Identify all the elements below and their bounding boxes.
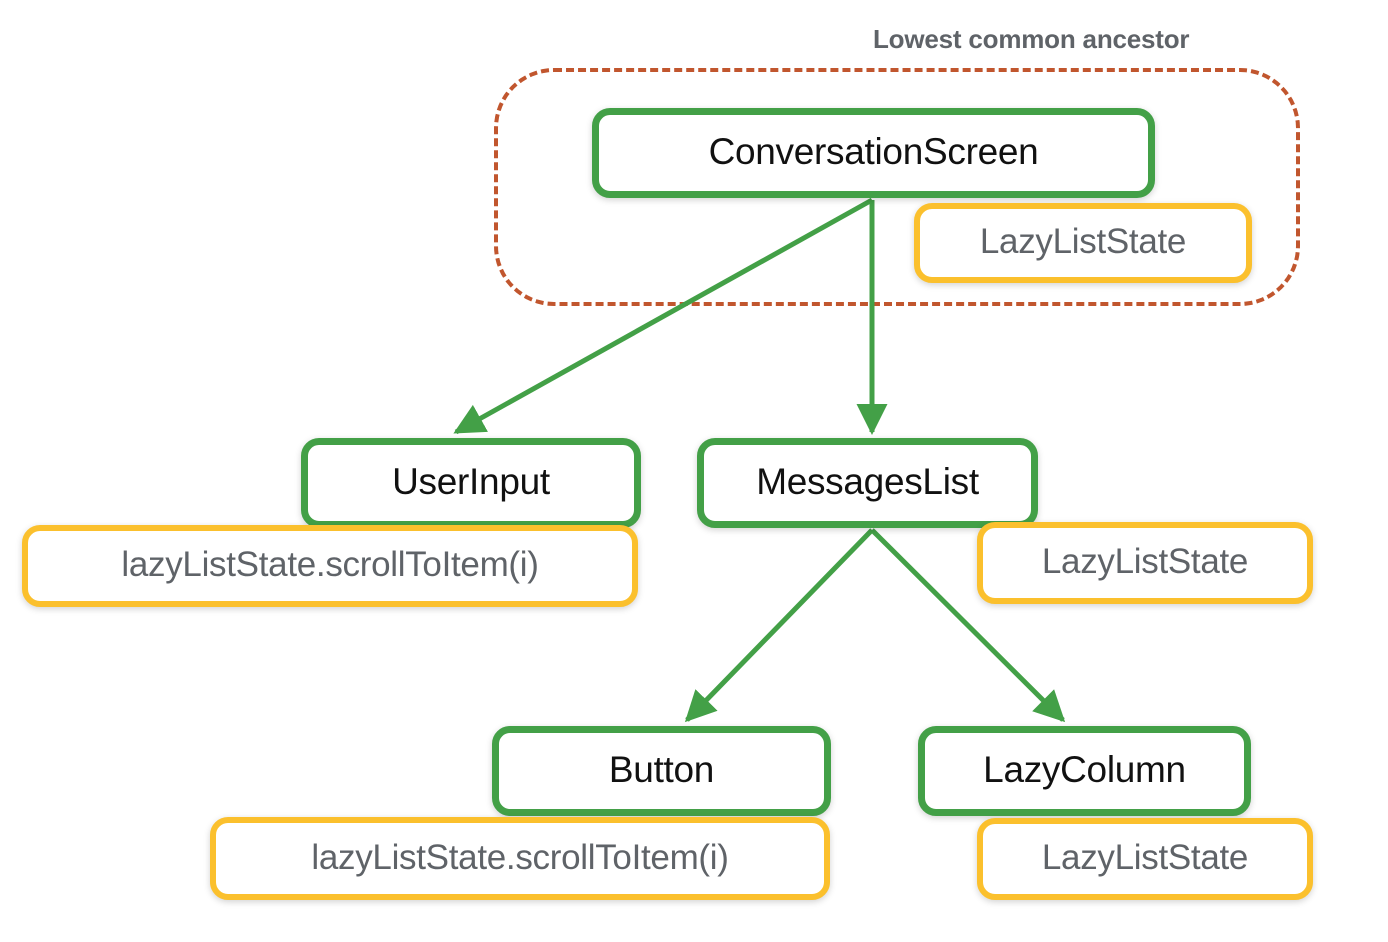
node-user-input-state[interactable]: lazyListState.scrollToItem(i) (22, 525, 638, 607)
node-user-input-label: UserInput (392, 461, 550, 502)
node-conversation-screen-state[interactable]: LazyListState (914, 203, 1252, 283)
lowest-common-ancestor-group (494, 68, 1300, 306)
node-button-state-label: lazyListState.scrollToItem(i) (311, 837, 729, 877)
edge-messages-list-to-button (684, 528, 874, 723)
node-messages-list-state-label: LazyListState (1041, 542, 1249, 581)
node-conversation-screen-state-label: LazyListState (979, 222, 1187, 261)
node-button-state[interactable]: lazyListState.scrollToItem(i) (210, 817, 830, 900)
node-user-input[interactable]: UserInput (301, 438, 641, 528)
node-messages-list-label: MessagesList (756, 461, 979, 502)
node-messages-list-state[interactable]: LazyListState (977, 522, 1313, 604)
node-user-input-state-label: lazyListState.scrollToItem(i) (121, 545, 539, 584)
node-lazy-column[interactable]: LazyColumn (918, 726, 1251, 816)
lowest-common-ancestor-label: Lowest common ancestor (873, 24, 1190, 54)
node-messages-list[interactable]: MessagesList (697, 438, 1038, 528)
node-button-label: Button (608, 749, 715, 790)
node-conversation-screen[interactable]: ConversationScreen (592, 108, 1155, 198)
node-lazy-column-state[interactable]: LazyListState (977, 818, 1313, 900)
node-lazy-column-label: LazyColumn (983, 749, 1186, 790)
node-button[interactable]: Button (492, 726, 831, 816)
node-conversation-screen-label: ConversationScreen (708, 131, 1039, 172)
node-lazy-column-state-label: LazyListState (1041, 838, 1249, 877)
